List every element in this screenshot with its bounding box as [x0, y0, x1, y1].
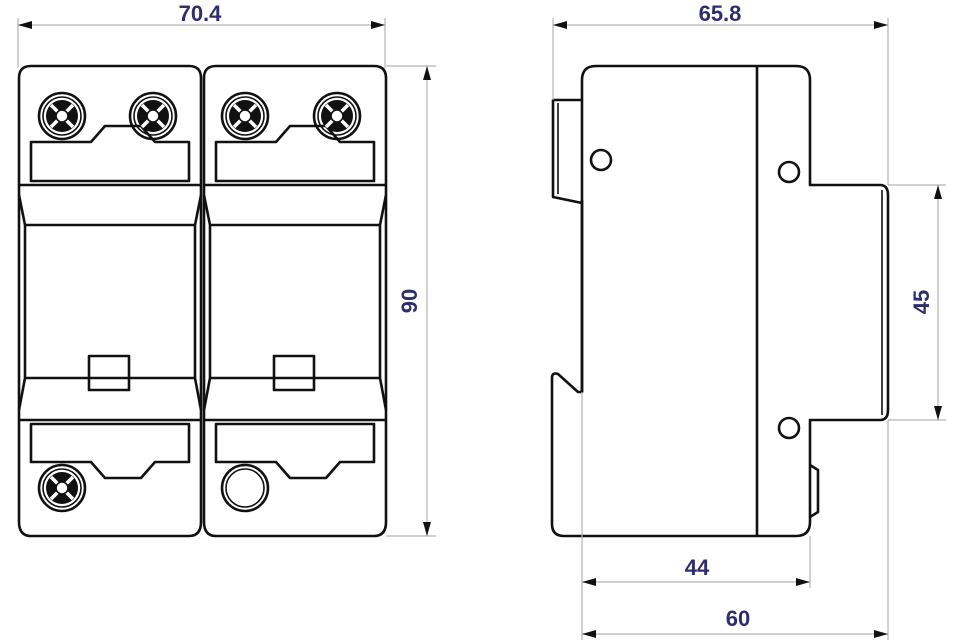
rivet-icon: [589, 148, 613, 172]
terminal-screw-icon: [312, 91, 362, 141]
side-view: [550, 64, 890, 538]
dimension-label-rail: 45: [909, 290, 934, 314]
rivet-icon: [777, 416, 801, 440]
module-left: [17, 64, 203, 538]
dimension-front-width: 70.4: [17, 1, 386, 68]
dimension-label-height: 90: [397, 289, 422, 313]
dimension-mount-depth: 60: [582, 606, 888, 638]
dimension-side-depth: 65.8: [552, 1, 889, 185]
dimension-label-width: 70.4: [179, 1, 223, 26]
dimension-rail-height: 45: [888, 184, 946, 421]
dimension-label-mount: 60: [726, 606, 750, 631]
terminal-screw-icon: [128, 91, 178, 141]
front-view: [17, 64, 388, 538]
dimension-body-depth: 44: [581, 392, 889, 640]
dimension-label-depth: 65.8: [699, 1, 742, 26]
terminal-screw-icon: [37, 91, 87, 141]
terminal-screw-icon: [37, 463, 87, 513]
rivet-icon: [777, 160, 801, 184]
terminal-screw-icon: [220, 91, 270, 141]
dimension-front-height: 90: [386, 65, 436, 537]
indicator-window-icon: [220, 463, 270, 513]
module-right: [202, 64, 388, 538]
dimension-label-body: 44: [685, 555, 710, 580]
